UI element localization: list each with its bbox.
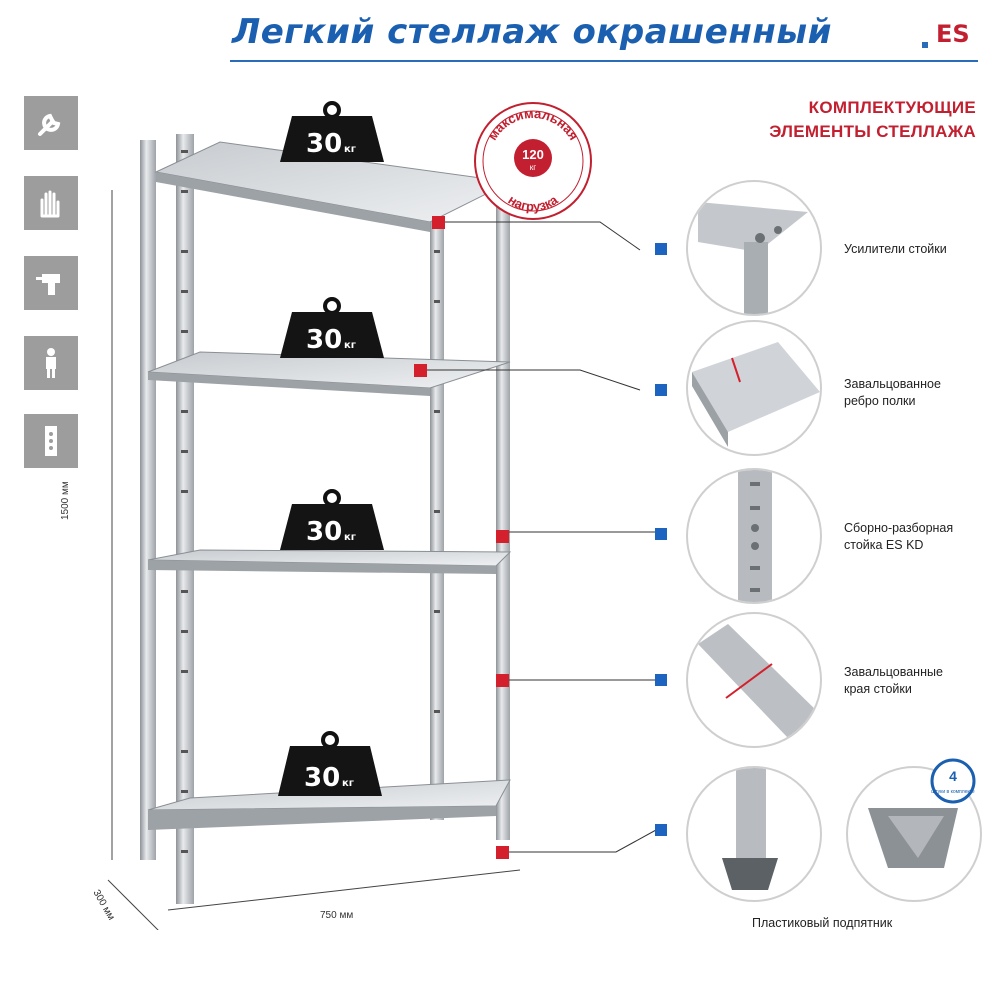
connector-lines (426, 221, 657, 853)
svg-text:штуки в комплекте: штуки в комплекте (931, 789, 975, 795)
height-dimension: 1500 мм (60, 481, 71, 520)
marker-rack-reinforcer (432, 216, 445, 229)
marker-component-5 (655, 824, 667, 836)
svg-text:кг: кг (344, 144, 356, 155)
width-dimension: 750 мм (320, 910, 354, 921)
svg-text:30: 30 (306, 325, 342, 355)
gloves-icon (24, 176, 78, 230)
drill-icon (24, 256, 78, 310)
marker-rack-foot (496, 846, 509, 859)
weight-badge-shelf-3: 30 кг (280, 489, 384, 550)
wrench-icon (24, 96, 78, 150)
svg-text:нагрузка: нагрузка (506, 192, 562, 215)
weight-badge-shelf-4: 30 кг (278, 731, 382, 796)
component-label-foot: Пластиковый подпятник (752, 916, 893, 930)
max-load-badge: максимальная нагрузка 120 кг (474, 102, 592, 220)
marker-rack-shelf-edge (414, 364, 427, 377)
svg-text:кг: кг (344, 532, 356, 543)
svg-text:30: 30 (304, 763, 340, 793)
weight-badge-shelf-1: 30 кг (280, 101, 384, 162)
component-image-post (686, 468, 822, 604)
title-underline (230, 60, 978, 62)
svg-text:кг: кг (530, 163, 537, 172)
marker-rack-post-edge (496, 674, 509, 687)
components-title: КОМПЛЕКТУЮЩИЕ ЭЛЕМЕНТЫ СТЕЛЛАЖА (769, 98, 976, 141)
component-image-reinforcer (686, 180, 822, 316)
person-icon (24, 336, 78, 390)
component-image-foot (686, 766, 822, 902)
component-image-shelf-edge (686, 320, 822, 456)
brand-dot (922, 42, 928, 48)
svg-text:кг: кг (344, 340, 356, 351)
kit-count-badge: 4 штуки в комплекте (930, 758, 976, 804)
component-image-post-edge (686, 612, 822, 748)
svg-text:120: 120 (522, 147, 544, 162)
marker-rack-post (496, 530, 509, 543)
marker-component-2 (655, 384, 667, 396)
marker-component-4 (655, 674, 667, 686)
marker-component-1 (655, 243, 667, 255)
component-label-reinforcer: Усилители стойки (844, 242, 947, 256)
marker-component-3 (655, 528, 667, 540)
svg-text:30: 30 (306, 517, 342, 547)
weight-badge-shelf-2: 30 кг (280, 297, 384, 358)
level-icon (24, 414, 78, 468)
svg-text:30: 30 (306, 129, 342, 159)
page-title: Легкий стеллаж окрашенный (232, 12, 832, 52)
svg-text:кг: кг (342, 778, 354, 789)
svg-text:4: 4 (949, 768, 957, 784)
brand-logo: ES (936, 20, 970, 48)
